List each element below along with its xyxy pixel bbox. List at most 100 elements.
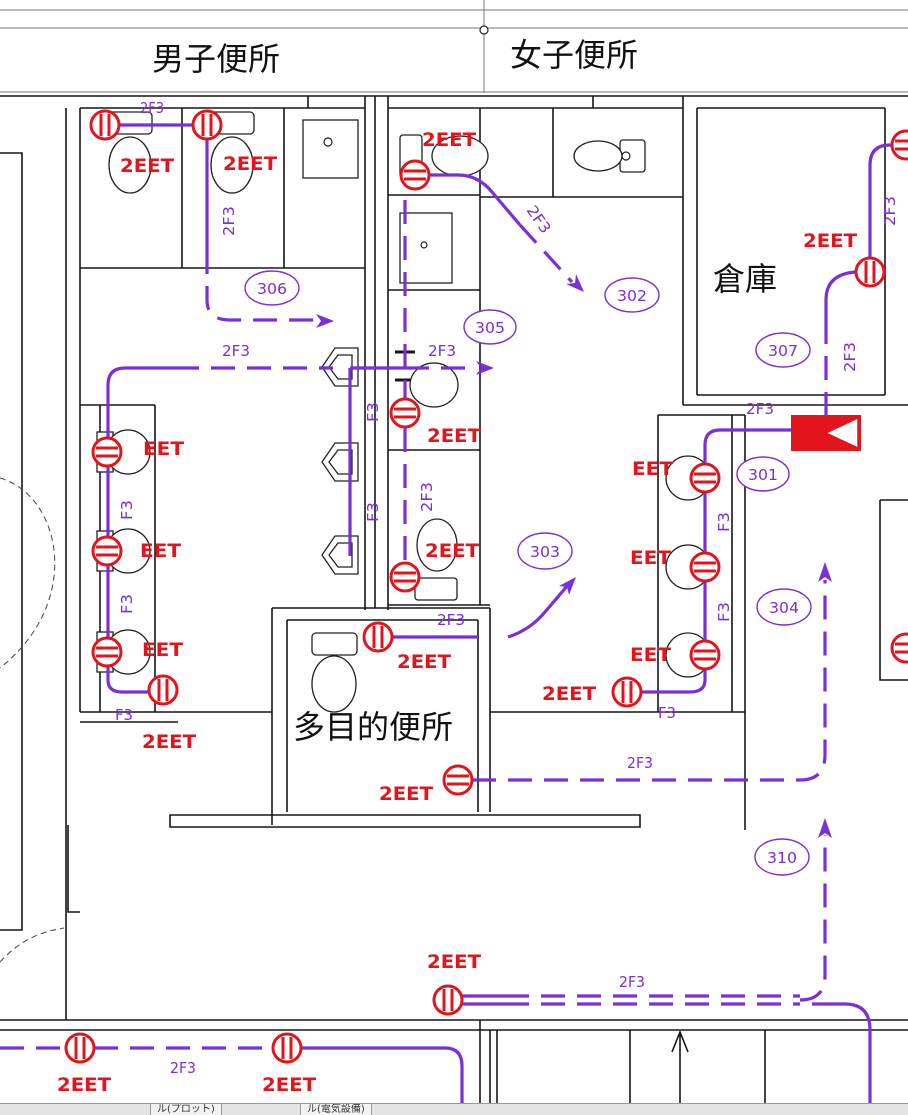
room-tag-number: 307 — [768, 342, 798, 360]
outlet-label: 2EET — [542, 683, 596, 705]
outlet-symbol — [64, 1032, 96, 1064]
outlet-label: 2EET — [262, 1074, 316, 1096]
outlet-label: 2EET — [427, 425, 481, 447]
wire-run-dashed — [518, 223, 574, 284]
outlet-symbol — [89, 109, 121, 141]
outlet-symbol — [611, 676, 643, 708]
home-run-arrow — [476, 361, 494, 375]
sink — [302, 119, 359, 179]
room-tag-number: 303 — [530, 543, 560, 561]
toilet-bowl — [311, 655, 357, 713]
urinal — [321, 535, 359, 575]
outlet-label: EET — [140, 540, 181, 562]
room-tag: 304 — [756, 588, 812, 626]
room-name-multipurpose: 多目的便所 — [293, 708, 453, 746]
outlet-label: 2EET — [120, 155, 174, 177]
circuit-label: 2F3 — [746, 400, 774, 418]
wire-run-solid — [462, 994, 505, 1006]
toilet-tank — [311, 632, 358, 656]
room-name-mens: 男子便所 — [152, 40, 280, 78]
room-tag-ellipse — [463, 309, 517, 345]
room-tag-number: 305 — [475, 319, 505, 337]
circuit-label: 2F3 — [140, 99, 164, 117]
room-tag-number: 302 — [617, 287, 647, 305]
room-tag-ellipse — [755, 332, 811, 368]
wire-run-dashed — [205, 250, 314, 322]
room-name-storage: 倉庫 — [713, 260, 777, 298]
room-tag: 307 — [755, 332, 811, 368]
room-tag-ellipse — [736, 456, 790, 492]
outlet-label: EET — [630, 547, 671, 569]
layout-tab-electrical[interactable]: ル(電気設備) — [300, 1104, 372, 1115]
toilet-bowl — [409, 362, 459, 408]
wiring — [0, 123, 906, 1114]
circuit-label: F3 — [715, 602, 733, 622]
room-tag-ellipse — [517, 532, 573, 570]
partition-walls — [80, 108, 746, 825]
circuit-label: F3 — [658, 704, 676, 722]
outlet-labels: 2EET 2EET 2EET 2EET 2EET EET EET EET 2EE… — [57, 129, 857, 1096]
circuit-label: 2F3 — [619, 973, 645, 991]
section-arrow — [671, 1029, 689, 1114]
wire-run-solid — [301, 1046, 464, 1114]
wire-run-dashed — [472, 580, 827, 782]
outlet-symbol — [147, 674, 179, 706]
toilet-bowl — [416, 518, 458, 572]
circuit-label: 2F3 — [437, 611, 465, 629]
room-tag-ellipse — [604, 277, 660, 313]
room-tags: 306 302 305 307 301 303 304 310 — [244, 270, 812, 876]
toilet-flush — [621, 151, 631, 161]
circuit-label: F3 — [115, 706, 133, 724]
layout-tab-bar: ル(プロット) ル(電気設備) — [0, 1103, 908, 1115]
outlet-symbol — [890, 632, 908, 664]
circuit-label: 2F3 — [841, 342, 859, 372]
room-tag: 302 — [604, 277, 660, 313]
toilet-tank — [414, 577, 458, 601]
toilet-bowl — [210, 136, 254, 194]
outlet-label: EET — [143, 438, 184, 460]
wire-run-solid — [824, 270, 857, 320]
outlet-symbol — [91, 436, 123, 468]
room-tag: 303 — [517, 532, 573, 570]
distribution-panel-symbol — [791, 415, 861, 451]
wire-run-dashed — [505, 994, 800, 1006]
circuit-label: 2F3 — [170, 1059, 196, 1077]
room-tag-number: 310 — [767, 849, 797, 867]
room-tag-number: 301 — [748, 466, 778, 484]
wire-run-solid — [812, 1002, 872, 1114]
outlet-label: EET — [630, 644, 671, 666]
home-run-arrow — [559, 577, 576, 595]
circuit-label: F3 — [364, 502, 382, 522]
outlets — [64, 109, 908, 1064]
circuit-label: F3 — [364, 402, 382, 422]
room-tag: 301 — [736, 456, 790, 492]
outlet-symbol — [362, 621, 394, 653]
outlet-symbol — [689, 551, 721, 583]
outlet-symbol — [389, 561, 421, 593]
circuit-label: 2F3 — [222, 342, 250, 360]
room-tag: 310 — [754, 838, 810, 876]
room-tag-number: 306 — [257, 280, 287, 298]
home-run-arrow — [818, 562, 832, 582]
door-swing-arc — [0, 477, 56, 669]
layout-tab-plot[interactable]: ル(プロット) — [150, 1104, 222, 1115]
circuit-labels: 2F3 2F3 2F3 2F3 2F3 F3 F3 2F3 F3 F3 F3 2… — [115, 99, 899, 1077]
outlet-label: 2EET — [223, 153, 277, 175]
toilet-bowl — [108, 136, 152, 194]
outlet-symbol — [271, 1032, 303, 1064]
circuit-label: F3 — [118, 500, 136, 520]
room-tag-ellipse — [754, 838, 810, 876]
outlet-symbol — [432, 984, 464, 1016]
grid-node — [479, 25, 489, 35]
outlet-symbol — [399, 159, 431, 191]
outlet-label: 2EET — [57, 1074, 111, 1096]
outlet-label: 2EET — [397, 651, 451, 673]
outlet-symbol — [689, 462, 721, 494]
outlet-symbol — [854, 256, 886, 288]
circuit-label: F3 — [715, 512, 733, 532]
room-tag: 306 — [244, 270, 300, 306]
home-run-arrow — [818, 818, 832, 838]
room-tag-number: 304 — [769, 599, 799, 617]
sink-drain — [323, 137, 333, 147]
